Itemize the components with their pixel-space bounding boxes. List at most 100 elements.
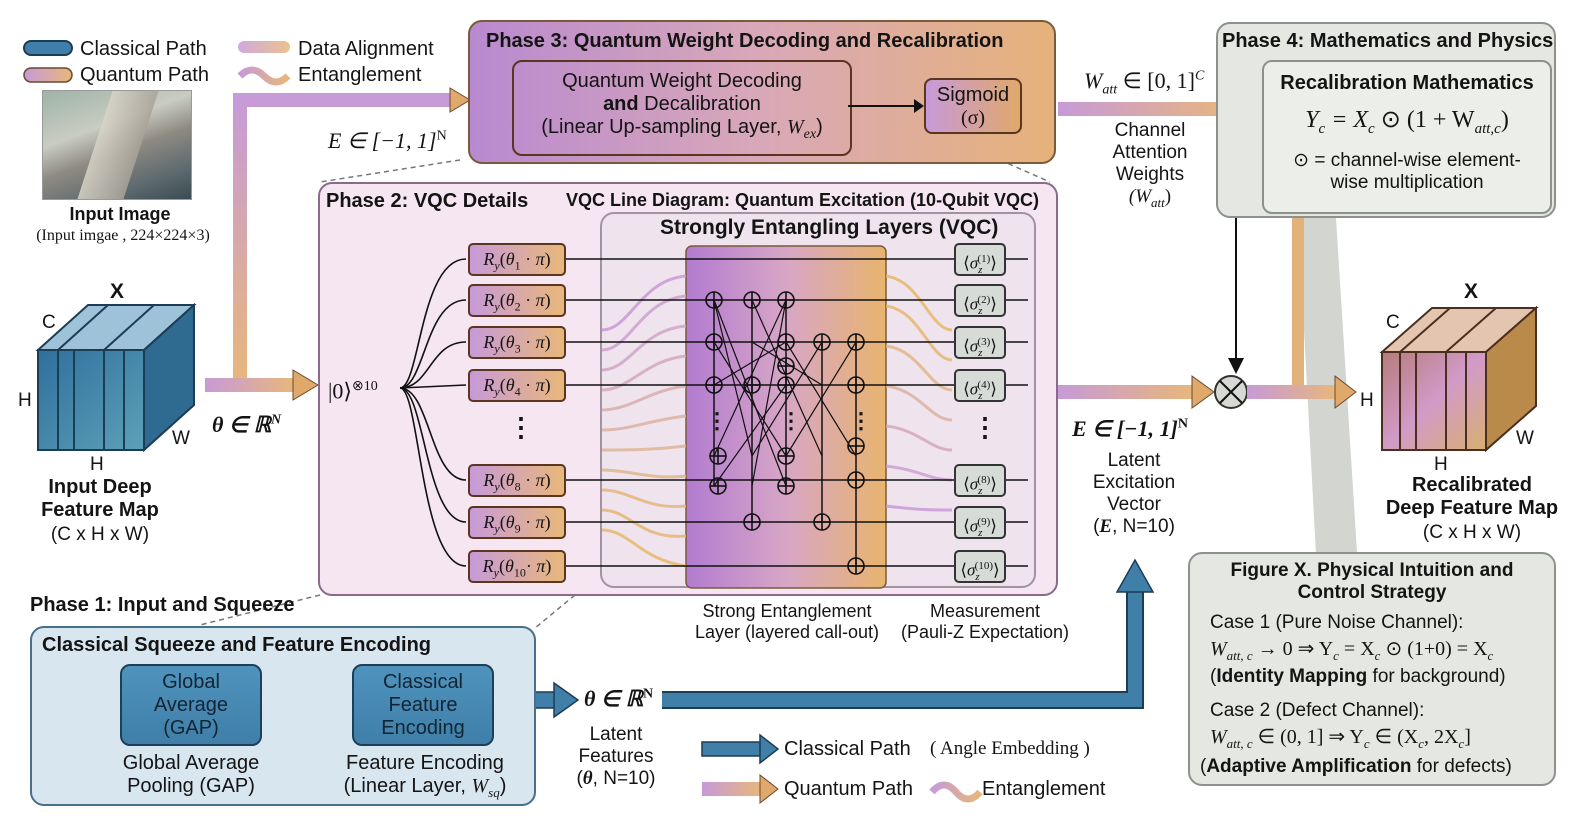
recalibration-note-line1: ⊙ = channel-wise element- — [1293, 149, 1521, 171]
input-image-caption: (Input imgae , 224×224×3) — [36, 227, 210, 244]
classical-path-long — [662, 590, 1142, 707]
output-map-h-side: H — [1360, 390, 1374, 411]
input-cube — [35, 302, 197, 453]
sigmoid-box: Sigmoid (σ) — [924, 78, 1022, 134]
gap-box: Global Average (GAP) — [120, 664, 262, 746]
sel-dots-3: ⋮ — [850, 408, 872, 433]
sigmoid-symbol: (σ) — [960, 107, 986, 129]
input-map-title: Input Deep Feature Map — [41, 476, 159, 521]
sel-caption: Strong Entanglement Layer (layered call-… — [694, 601, 880, 642]
decode-line2: and Decalibration — [603, 93, 761, 115]
measure-dots: ⋮ — [972, 412, 998, 442]
phase2-title: Phase 2: VQC Details — [326, 190, 529, 212]
output-map-title: Recalibrated Deep Feature Map — [1385, 474, 1559, 519]
latent-arrow — [1056, 385, 1196, 399]
phase1-panel-title: Classical Squeeze and Feature Encoding — [42, 634, 432, 656]
watt-label: Watt ∈ [0, 1]C — [1084, 68, 1205, 98]
watt-arrow — [1058, 102, 1238, 116]
theta-label: θ ∈ ℝN — [212, 412, 282, 437]
sigmoid-label: Sigmoid — [936, 84, 1010, 106]
phase3-panel — [468, 20, 1056, 164]
measure-2: ⟨σz(2)⟩ — [954, 284, 1006, 317]
watt-caption: Channel Attention Weights (Watt) — [1112, 120, 1188, 210]
case2-formula: Watt, c ∈ (0, 1] ⇒ Yc ∈ (Xc, 2Xc] — [1210, 726, 1471, 751]
vqc-diagram-title: VQC Line Diagram: Quantum Excitation (10… — [566, 190, 1040, 210]
sel-title: Strongly Entangling Layers (VQC) — [660, 216, 999, 239]
phase4-callout — [1298, 218, 1360, 600]
e-label-top: E ∈ [−1, 1]N — [328, 128, 447, 153]
legend-alignment-swatch — [238, 41, 290, 53]
case2-note: (Adaptive Amplification for defects) — [1200, 756, 1512, 777]
legend-bottom-quantum: Quantum Path — [784, 778, 913, 800]
sel-dots-2: ⋮ — [780, 408, 802, 433]
measure-1: ⟨σz(1)⟩ — [954, 243, 1006, 276]
init-state: |0⟩⊗10 — [328, 378, 378, 404]
ry-gate-2: Ry(θ2 · π) — [468, 284, 566, 317]
legend-bottom-angle: ( Angle Embedding ) — [930, 738, 1090, 759]
feature-encoding-box: Classical Feature Encoding — [352, 664, 494, 746]
output-arrow — [1247, 385, 1337, 399]
recalibration-box: Recalibration Mathematics Yc = Xc ⊙ (1 +… — [1262, 60, 1552, 214]
input-map-c: C — [42, 312, 56, 333]
measure-10: ⟨σz(10)⟩ — [954, 550, 1006, 583]
recalibration-title: Recalibration Mathematics — [1280, 72, 1534, 94]
input-map-w: W — [172, 428, 190, 449]
measure-4: ⟨σz(4)⟩ — [954, 369, 1006, 402]
input-map-h-bottom: H — [90, 454, 104, 475]
legend-alignment-label: Data Alignment — [298, 38, 434, 60]
measurement-caption: Measurement (Pauli-Z Expectation) — [900, 601, 1070, 642]
phase4-title: Phase 4: Mathematics and Physics — [1222, 30, 1554, 52]
phase1-title: Phase 1: Input and Squeeze — [30, 594, 295, 616]
latent-caption: Latent Excitation Vector (E, N=10) — [1092, 450, 1176, 537]
input-map-h-side: H — [18, 390, 32, 411]
recalibration-note-line2: wise multiplication — [1330, 171, 1484, 193]
ry-gate-10: Ry(θ10· π) — [468, 550, 566, 583]
output-map-h-bottom: H — [1434, 454, 1448, 475]
output-map-x: X — [1464, 280, 1479, 303]
measure-9: ⟨σz(9)⟩ — [954, 506, 1006, 539]
figure-x-title: Figure X. Physical Intuition and Control… — [1230, 560, 1514, 603]
input-map-dims: (C x H x W) — [50, 524, 150, 545]
sel-dots-1: ⋮ — [706, 408, 728, 433]
input-map-x: X — [110, 280, 125, 303]
output-map-dims: (C x H x W) — [1422, 522, 1522, 543]
ry-gate-1: Ry(θ1 · π) — [468, 243, 566, 276]
measure-3: ⟨σz(3)⟩ — [954, 326, 1006, 359]
ry-gate-3: Ry(θ3 · π) — [468, 326, 566, 359]
feature-encoding-caption: Feature Encoding (Linear Layer, Wsq) — [343, 752, 507, 800]
case2-title: Case 2 (Defect Channel): — [1210, 700, 1425, 721]
figure-x-panel — [1188, 552, 1556, 786]
ry-gate-4: Ry(θ4 · π) — [468, 369, 566, 402]
legend-classical-label: Classical Path — [80, 38, 207, 60]
latent-e-label: E ∈ [−1, 1]N — [1072, 416, 1188, 441]
decode-line3: (Linear Up-sampling Layer, Wex) — [541, 116, 823, 142]
legend-entanglement-label: Entanglement — [298, 64, 422, 86]
input-image-thumbnail — [42, 90, 192, 200]
input-image-label: Input Image — [69, 204, 171, 224]
recalibration-formula: Yc = Xc ⊙ (1 + Watt,c) — [1305, 107, 1509, 137]
decode-line1: Quantum Weight Decoding — [562, 70, 802, 92]
decode-box: Quantum Weight Decoding and Decalibratio… — [512, 60, 852, 156]
case1-formula: Watt, c → 0 ⇒ Yc = Xc ⊙ (1+0) = Xc — [1210, 638, 1494, 663]
legend-quantum-swatch — [23, 67, 73, 83]
measure-8: ⟨σz(8)⟩ — [954, 464, 1006, 497]
ry-gate-9: Ry(θ9 · π) — [468, 506, 566, 539]
quantum-path-right — [205, 378, 295, 392]
legend-bottom-entanglement: Entanglement — [982, 778, 1106, 800]
legend-classical-swatch — [23, 40, 73, 56]
output-cube — [1379, 305, 1539, 453]
latent-features-caption: Latent Features (θ, N=10) — [576, 724, 656, 789]
phase3-title: Phase 3: Quantum Weight Decoding and Rec… — [486, 30, 1004, 52]
legend-entanglement-swatch — [237, 66, 291, 86]
ry-gate-8: Ry(θ8 · π) — [468, 464, 566, 497]
latent-features-theta: θ ∈ ℝN — [584, 686, 654, 711]
gap-caption: Global Average Pooling (GAP) — [122, 752, 260, 797]
ry-dots: ⋮ — [508, 412, 534, 442]
case1-note: (Identity Mapping for background) — [1210, 666, 1506, 687]
case1-title: Case 1 (Pure Noise Channel): — [1210, 612, 1464, 633]
output-map-c: C — [1386, 312, 1400, 333]
legend-quantum-label: Quantum Path — [80, 64, 209, 86]
output-map-w: W — [1516, 428, 1534, 449]
